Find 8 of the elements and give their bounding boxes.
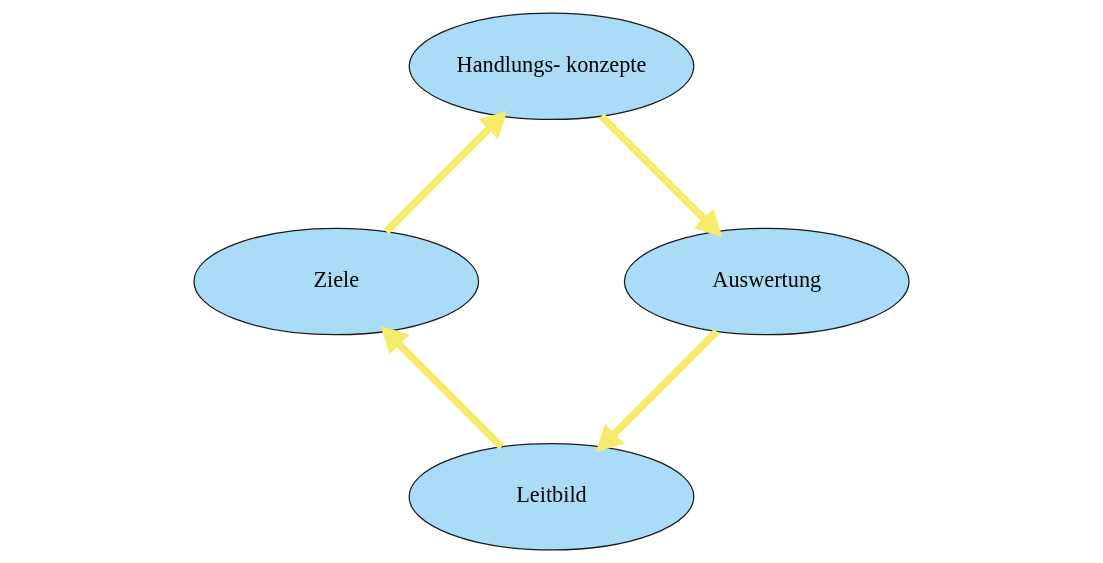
arrow [380,325,505,450]
arrow [595,328,720,453]
node-ellipse: Leitbild [408,442,695,551]
node-ellipse: Handlungs- konzepte [408,12,695,121]
node-ellipse: Auswertung [623,227,910,336]
arrow [383,110,508,235]
arrow [598,113,723,238]
node-ellipse: Ziele [193,227,480,336]
